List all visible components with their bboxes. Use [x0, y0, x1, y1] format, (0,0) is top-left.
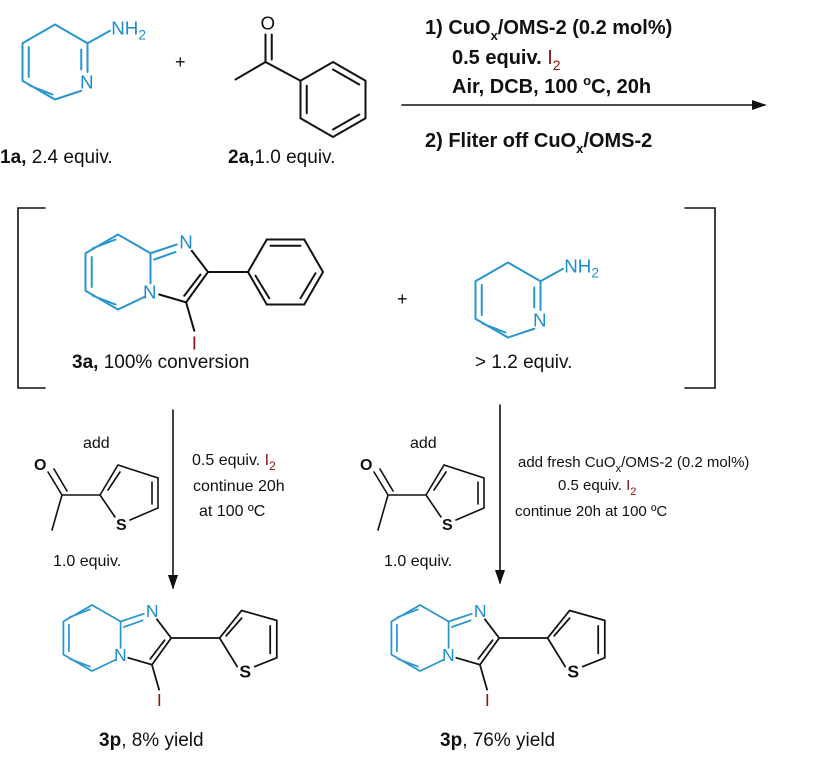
atom-s: S: [239, 662, 251, 682]
step1-conditions: 1) CuOx/OMS-2 (0.2 mol%) 0.5 equiv. I2 A…: [425, 17, 672, 156]
atom-iodine: I: [157, 690, 162, 710]
molecule-3p-right: N N I S: [390, 601, 606, 710]
left-bracket: [17, 207, 46, 389]
atom-n1: N: [179, 231, 193, 252]
plus-sign: +: [175, 52, 186, 72]
right-condition-iodine: 0.5 equiv. I2: [558, 477, 636, 498]
atom-n: N: [80, 71, 94, 92]
molecule-2-aminopyridine-excess: N NH2: [474, 256, 599, 339]
atom-n1: N: [474, 601, 487, 621]
atom-n4: N: [442, 645, 455, 665]
atom-iodine: I: [485, 690, 490, 710]
left-condition-time: continue 20h: [193, 478, 285, 495]
molecule-3a: N N I: [84, 231, 325, 354]
label-2a: 2a,1.0 equiv.: [228, 147, 335, 168]
atom-o: O: [261, 12, 276, 33]
atom-nh2: NH2: [564, 256, 599, 281]
condition-iodine: 0.5 equiv. I2: [452, 47, 561, 73]
condition-filter: 2) Fliter off CuOx/OMS-2: [425, 130, 652, 156]
right-bracket: [684, 207, 716, 389]
left-condition-temp: at 100 ºC: [199, 503, 265, 520]
left-condition-iodine: 0.5 equiv. I2: [192, 452, 276, 473]
label-1a: 1a, 2.4 equiv.: [0, 147, 113, 168]
right-equiv-label: 1.0 equiv.: [384, 553, 452, 570]
right-condition-time-temp: continue 20h at 100 ºC: [515, 503, 667, 520]
right-conditions: add fresh CuOx/OMS-2 (0.2 mol%) 0.5 equi…: [515, 454, 749, 520]
atom-o: O: [34, 457, 46, 474]
left-equiv-label: 1.0 equiv.: [53, 553, 121, 570]
left-add-label: add: [83, 435, 110, 452]
plus-sign-intermediate: +: [397, 289, 408, 309]
atom-nh2: NH2: [111, 17, 146, 42]
molecule-1a-2-aminopyridine: N NH2: [21, 17, 146, 101]
atom-o: O: [360, 457, 372, 474]
molecule-2-acetylthiophene-right: O S: [360, 457, 485, 534]
molecule-2a-acetophenone: O: [234, 12, 367, 139]
molecule-2-acetylthiophene-left: O S: [34, 457, 159, 534]
atom-n4: N: [143, 281, 157, 302]
right-add-label: add: [410, 435, 437, 452]
condition-catalyst: 1) CuOx/OMS-2 (0.2 mol%): [425, 17, 672, 43]
atom-s: S: [567, 662, 579, 682]
atom-n1: N: [146, 601, 159, 621]
label-excess-amine: > 1.2 equiv.: [475, 352, 572, 373]
atom-n4: N: [114, 645, 127, 665]
label-3p-right: 3p, 76% yield: [440, 730, 555, 751]
condition-air-solvent-temp: Air, DCB, 100 oC, 20h: [452, 73, 651, 98]
label-3a: 3a, 100% conversion: [72, 352, 249, 373]
molecule-3p-left: N N I S: [62, 601, 278, 710]
right-condition-catalyst: add fresh CuOx/OMS-2 (0.2 mol%): [518, 454, 749, 475]
atom-s: S: [116, 517, 127, 534]
left-conditions: 0.5 equiv. I2 continue 20h at 100 ºC: [192, 452, 285, 520]
label-3p-left: 3p, 8% yield: [99, 730, 204, 751]
atom-s: S: [442, 517, 453, 534]
atom-iodine: I: [192, 333, 197, 354]
atom-n: N: [533, 309, 547, 330]
